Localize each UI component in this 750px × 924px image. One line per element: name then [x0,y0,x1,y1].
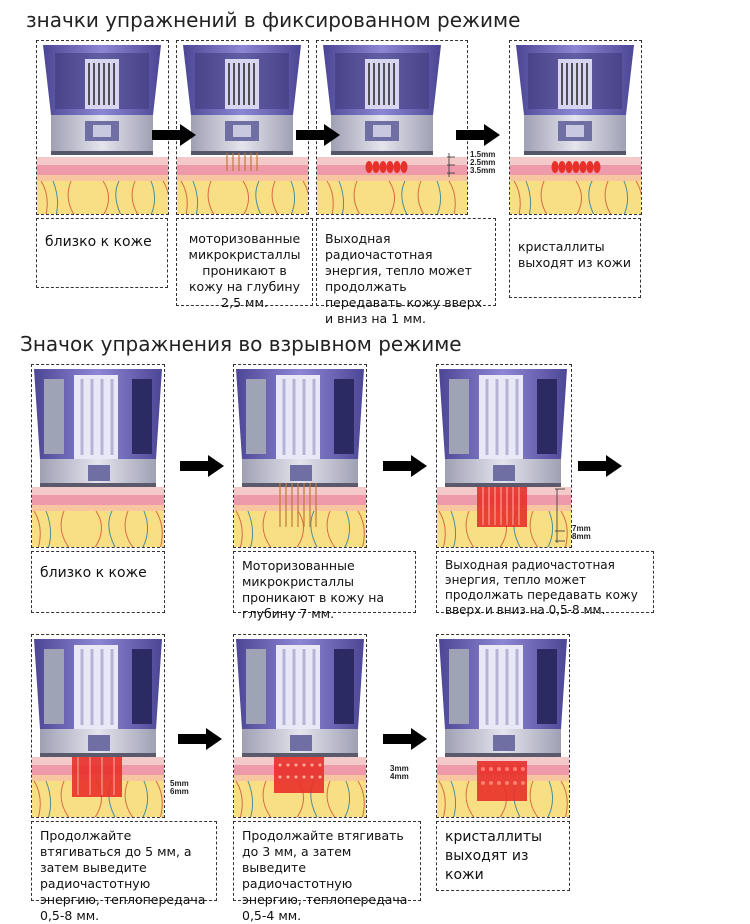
burst-mode-title: Значок упражнения во взрывном режиме [20,332,462,356]
fixed-mode-title: значки упражнений в фиксированном режиме [26,8,521,32]
fixed-panel-rf-output [316,40,468,215]
depth-label: 4mm [390,772,409,781]
caption-burst-exit: кристаллиты выходят из кожи [436,821,570,891]
caption-retract-5mm: Продолжайте втягиваться до 5 мм, а затем… [31,821,217,923]
burst-panel-close-to-skin [31,364,165,548]
handpiece-icon [37,44,168,214]
caption-penetrate: моторизованные микрокристаллы проникают … [176,218,313,310]
fixed-panel-penetrate [176,40,309,215]
caption-retract-3mm: Продолжайте втягивать до 3 мм, а затем в… [233,821,421,923]
caption-exit: кристаллиты выходят из кожи [509,218,641,298]
caption-burst-penetrate: Моторизованные микрокристаллы проникают … [233,551,416,621]
rf-energy-icon [234,637,366,817]
caption-rf-output: Выходная радиочастотная энергия, тепло м… [316,218,496,326]
arrow-right-icon [296,124,340,146]
rf-energy-icon [317,44,467,214]
caption-burst-close-to-skin: близко к коже [31,551,165,613]
fixed-panel-close-to-skin [36,40,169,215]
depth-label: 7mm [572,524,591,533]
depth-label: 3.5mm [470,166,496,175]
burst-panel-retract-3mm [233,634,367,818]
burst-panel-rf-output [436,364,572,548]
arrow-right-icon [456,124,500,146]
rf-energy-icon [437,637,569,817]
depth-label: 6mm [170,787,189,796]
handpiece-icon [32,367,164,547]
depth-label: 5mm [170,779,189,788]
rf-energy-icon [32,637,164,817]
burst-panel-retract-5mm [31,634,165,818]
arrow-right-icon [383,455,427,477]
depth-label: 1.5mm [470,150,496,159]
needle-icon [234,367,366,547]
burst-panel-exit [436,634,570,818]
rf-energy-icon [510,44,641,214]
arrow-right-icon [383,728,427,750]
caption-burst-rf-output: Выходная радиочастотная энергия, тепло м… [436,551,654,617]
caption-close-to-skin: близко к коже [36,218,168,288]
needle-icon [177,44,308,214]
depth-label: 3mm [390,764,409,773]
arrow-right-icon [152,124,196,146]
arrow-right-icon [578,455,622,477]
arrow-right-icon [180,455,224,477]
arrow-right-icon [178,728,222,750]
burst-panel-penetrate [233,364,367,548]
depth-label: 8mm [572,532,591,541]
depth-label: 2.5mm [470,158,496,167]
rf-energy-icon [437,367,571,547]
fixed-panel-exit [509,40,642,215]
